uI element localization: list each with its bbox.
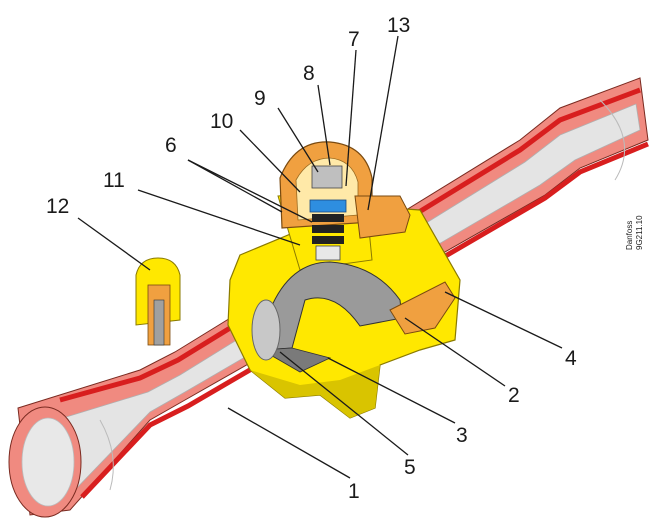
- callout-12: 12: [46, 195, 69, 218]
- callout-10: 10: [210, 110, 233, 133]
- leader-6a: [187, 159, 283, 213]
- callout-numbers: 1 2 3 4 5 6 7 8 9 10 11 12 13: [46, 14, 577, 503]
- stem-packing-2: [312, 225, 344, 233]
- callout-13: 13: [387, 14, 410, 37]
- leader-8: [317, 84, 331, 166]
- callout-1: 1: [348, 480, 360, 503]
- leader-2: [404, 317, 506, 387]
- leader-4: [444, 291, 563, 349]
- leader-3: [327, 357, 456, 424]
- right-sleeve: [389, 281, 456, 335]
- ball-bore-edge: [260, 347, 332, 373]
- leader-1: [227, 407, 351, 479]
- callout-4: 4: [565, 347, 577, 370]
- stem-washer-blue: [309, 199, 347, 213]
- pipe-left-bore: [21, 417, 75, 507]
- credit: Danfoss 9G211.10: [625, 215, 644, 250]
- packing-nut: [354, 195, 411, 239]
- stem-bottom: [315, 245, 341, 261]
- leader-6b: [187, 159, 313, 223]
- leader-lines: [77, 35, 563, 479]
- callout-2: 2: [508, 384, 520, 407]
- credit-line-2: 9G211.10: [635, 215, 644, 250]
- stem-packing-1: [312, 214, 344, 222]
- callout-5: 5: [404, 456, 416, 479]
- leader-5: [279, 351, 409, 456]
- valve-ball: [251, 261, 403, 373]
- callout-7: 7: [348, 28, 360, 51]
- stem-top: [311, 165, 343, 189]
- schrader-pin: [153, 299, 165, 346]
- callout-11: 11: [103, 169, 125, 192]
- leader-13: [367, 35, 399, 211]
- bonnet-cap: [279, 141, 411, 239]
- leader-7: [345, 49, 357, 187]
- callout-8: 8: [303, 62, 315, 85]
- credit-line-1: Danfoss: [625, 221, 634, 250]
- ball-seat-ring: [251, 299, 281, 361]
- leader-12: [77, 217, 151, 271]
- callout-3: 3: [456, 424, 468, 447]
- pipe-right-ring: [599, 99, 626, 181]
- stem-packing-3: [312, 236, 344, 244]
- valve-stem: [309, 165, 347, 261]
- leader-10: [239, 129, 301, 193]
- schrader-valve: [135, 257, 181, 346]
- callout-9: 9: [254, 87, 266, 110]
- ball-shell: [261, 261, 403, 351]
- leader-9: [277, 107, 319, 173]
- leader-11: [137, 189, 301, 246]
- pipe-left-ring: [99, 419, 114, 491]
- callout-6: 6: [165, 134, 177, 157]
- body-shade: [250, 365, 380, 418]
